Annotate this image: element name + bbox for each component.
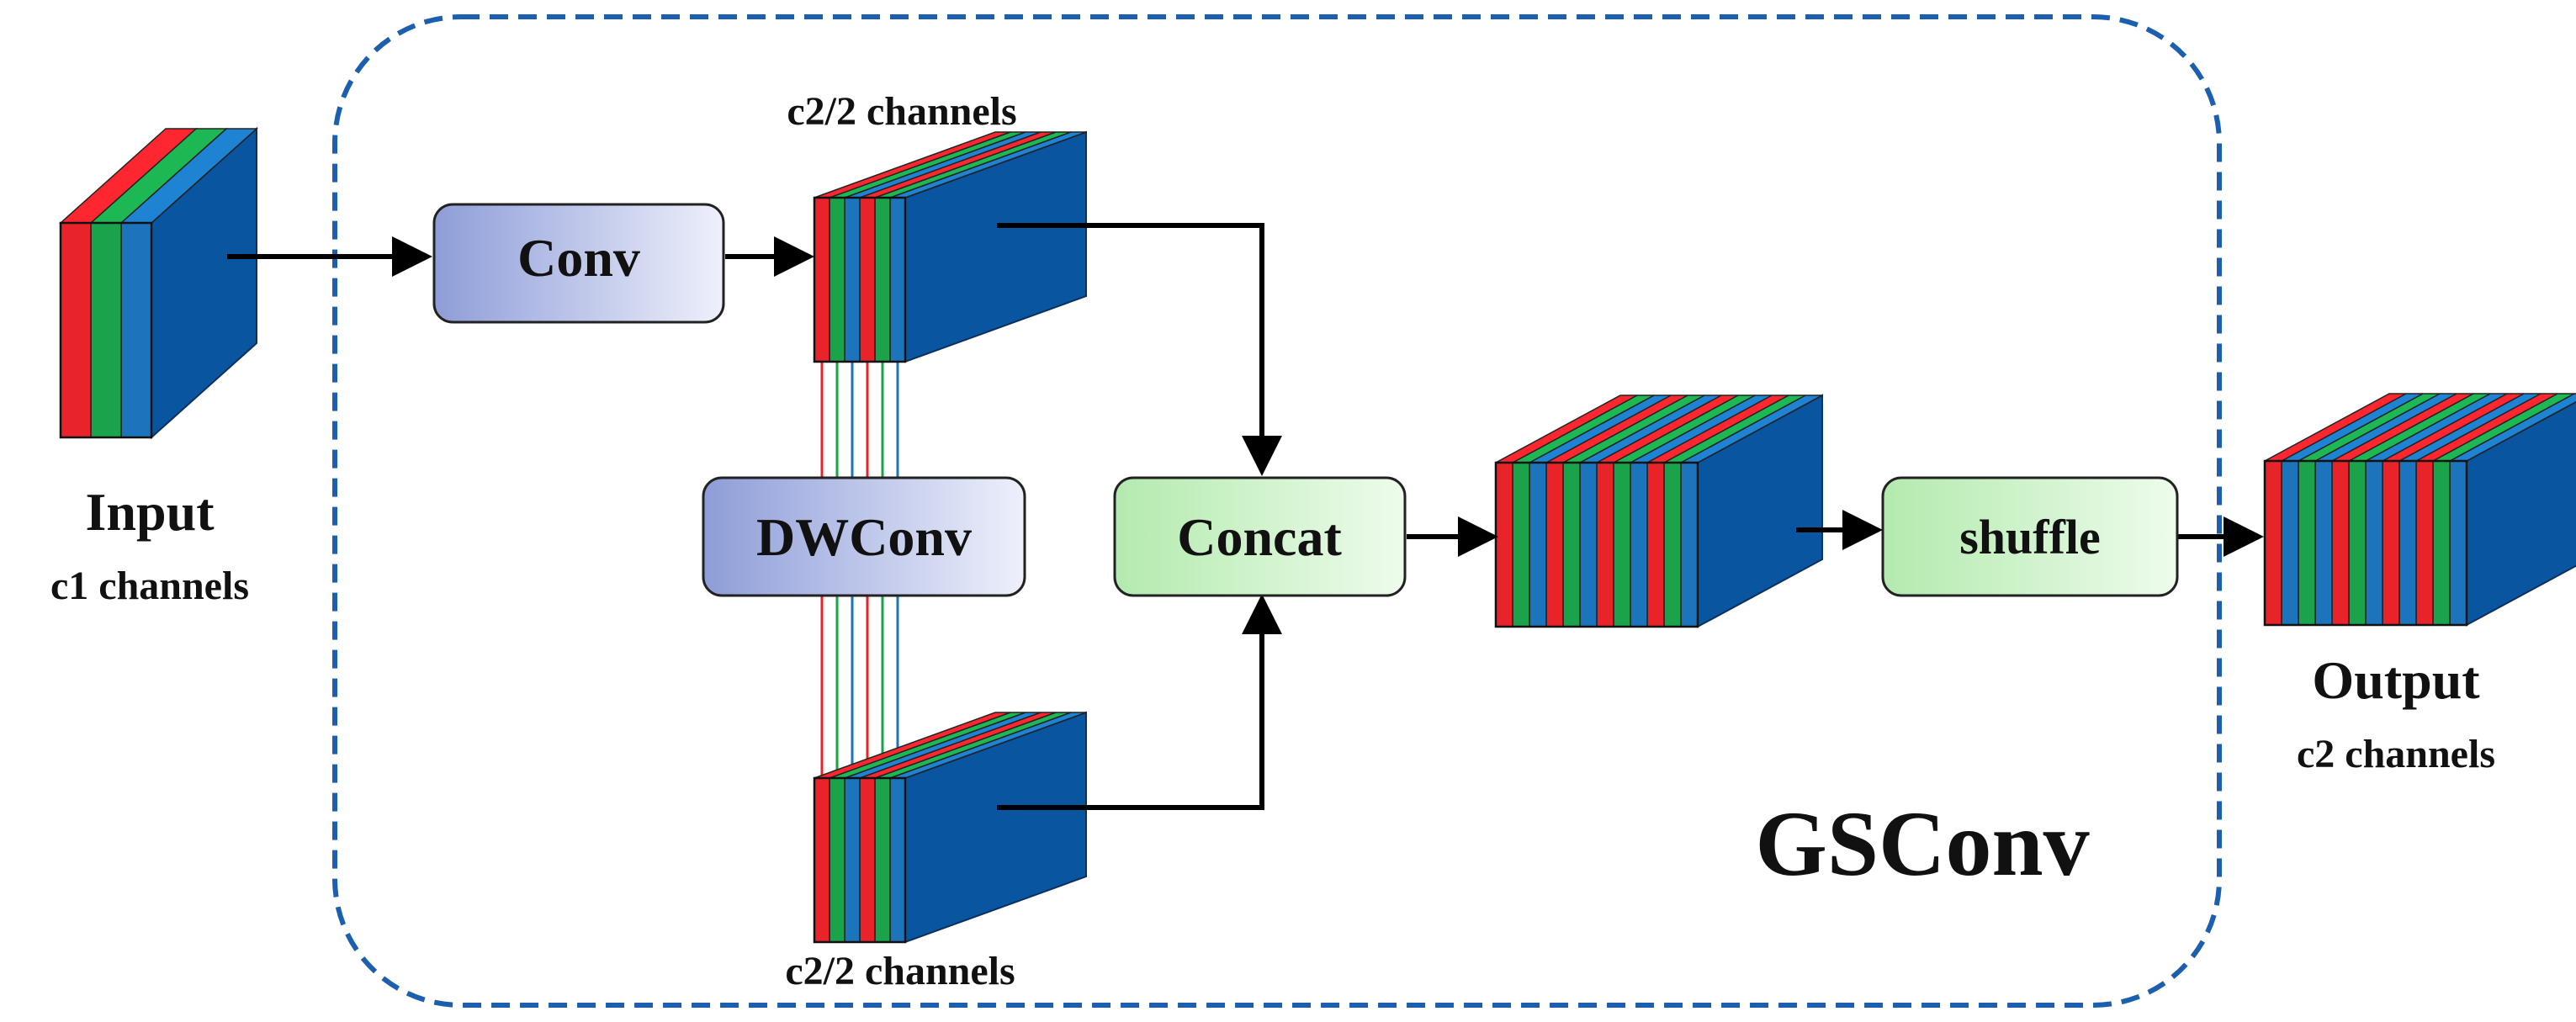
channel-wires-bottom [820,596,899,778]
channel-slice [2331,460,2350,626]
channel-slice [1663,462,1682,627]
channel-slice [889,197,906,363]
channel-slice [2298,460,2316,626]
channel-slice [1495,462,1513,627]
channel-slice [1680,462,1699,627]
channel-slice [859,777,876,943]
dwconv-box: DWConv [702,476,1026,597]
conv-branch-feature-map [813,130,1087,363]
conv-box: Conv [432,203,725,324]
gsconv-title: GSConv [1755,792,2089,895]
shuffle-label: shuffle [1959,510,2101,564]
channel-slice [1529,462,1547,627]
input-feature-map [59,126,258,440]
channel-slice [2382,460,2400,626]
concat-feature-map [1494,394,1823,628]
channel-slice [2398,460,2417,626]
channel-slice [2365,460,2383,626]
channel-slice [2449,460,2467,626]
channel-slice [90,222,122,438]
channel-slice [2348,460,2367,626]
channel-slice [1545,462,1564,627]
channel-slice [2281,460,2299,626]
channel-slice [829,777,845,943]
channel-slice [844,777,861,943]
channel-slice [2432,460,2451,626]
dwconv-branch-feature-map [813,711,1087,944]
input-subtitle: c1 channels [50,564,249,608]
channel-slice [1579,462,1598,627]
channel-slice [120,222,152,438]
channel-slice [814,777,830,943]
concat-box: Concat [1113,476,1407,597]
channel-wires-top [820,362,899,478]
channel-slice [1646,462,1665,627]
output-feature-map [2263,393,2576,627]
channel-slice [1613,462,1631,627]
gsconv-frame [332,14,2222,1008]
channel-slice [60,222,92,438]
channel-slice [844,197,861,363]
channel-slice [2415,460,2434,626]
bottom-branch-label: c2/2 channels [785,949,1015,993]
channel-slice [1512,462,1530,627]
arrow-bottom-map-to-concat [997,594,1282,810]
channel-slice [889,777,906,943]
top-branch-label: c2/2 channels [787,89,1016,134]
concat-label: Concat [1177,507,1342,567]
channel-slice [2314,460,2333,626]
channel-slice [1596,462,1614,627]
channel-slice [814,197,830,363]
feature-map-outline [813,196,907,363]
conv-label: Conv [517,228,640,288]
output-title: Output [2312,650,2480,710]
shuffle-box: shuffle [1881,476,2179,597]
channel-slice [2264,460,2282,626]
arrow-top-map-to-concat [997,223,1282,476]
channel-slice [874,197,891,363]
flow-arrows [227,223,2264,810]
channel-slice [859,197,876,363]
channel-slice [874,777,891,943]
feature-map-outline [2263,459,2468,627]
dwconv-label: DWConv [756,507,972,567]
feature-map-outline [813,776,907,944]
feature-map-outline [59,221,153,439]
channel-slice [829,197,845,363]
input-title: Input [86,482,215,542]
channel-slice [1630,462,1648,627]
output-subtitle: c2 channels [2297,732,2495,776]
channel-slice [1562,462,1581,627]
